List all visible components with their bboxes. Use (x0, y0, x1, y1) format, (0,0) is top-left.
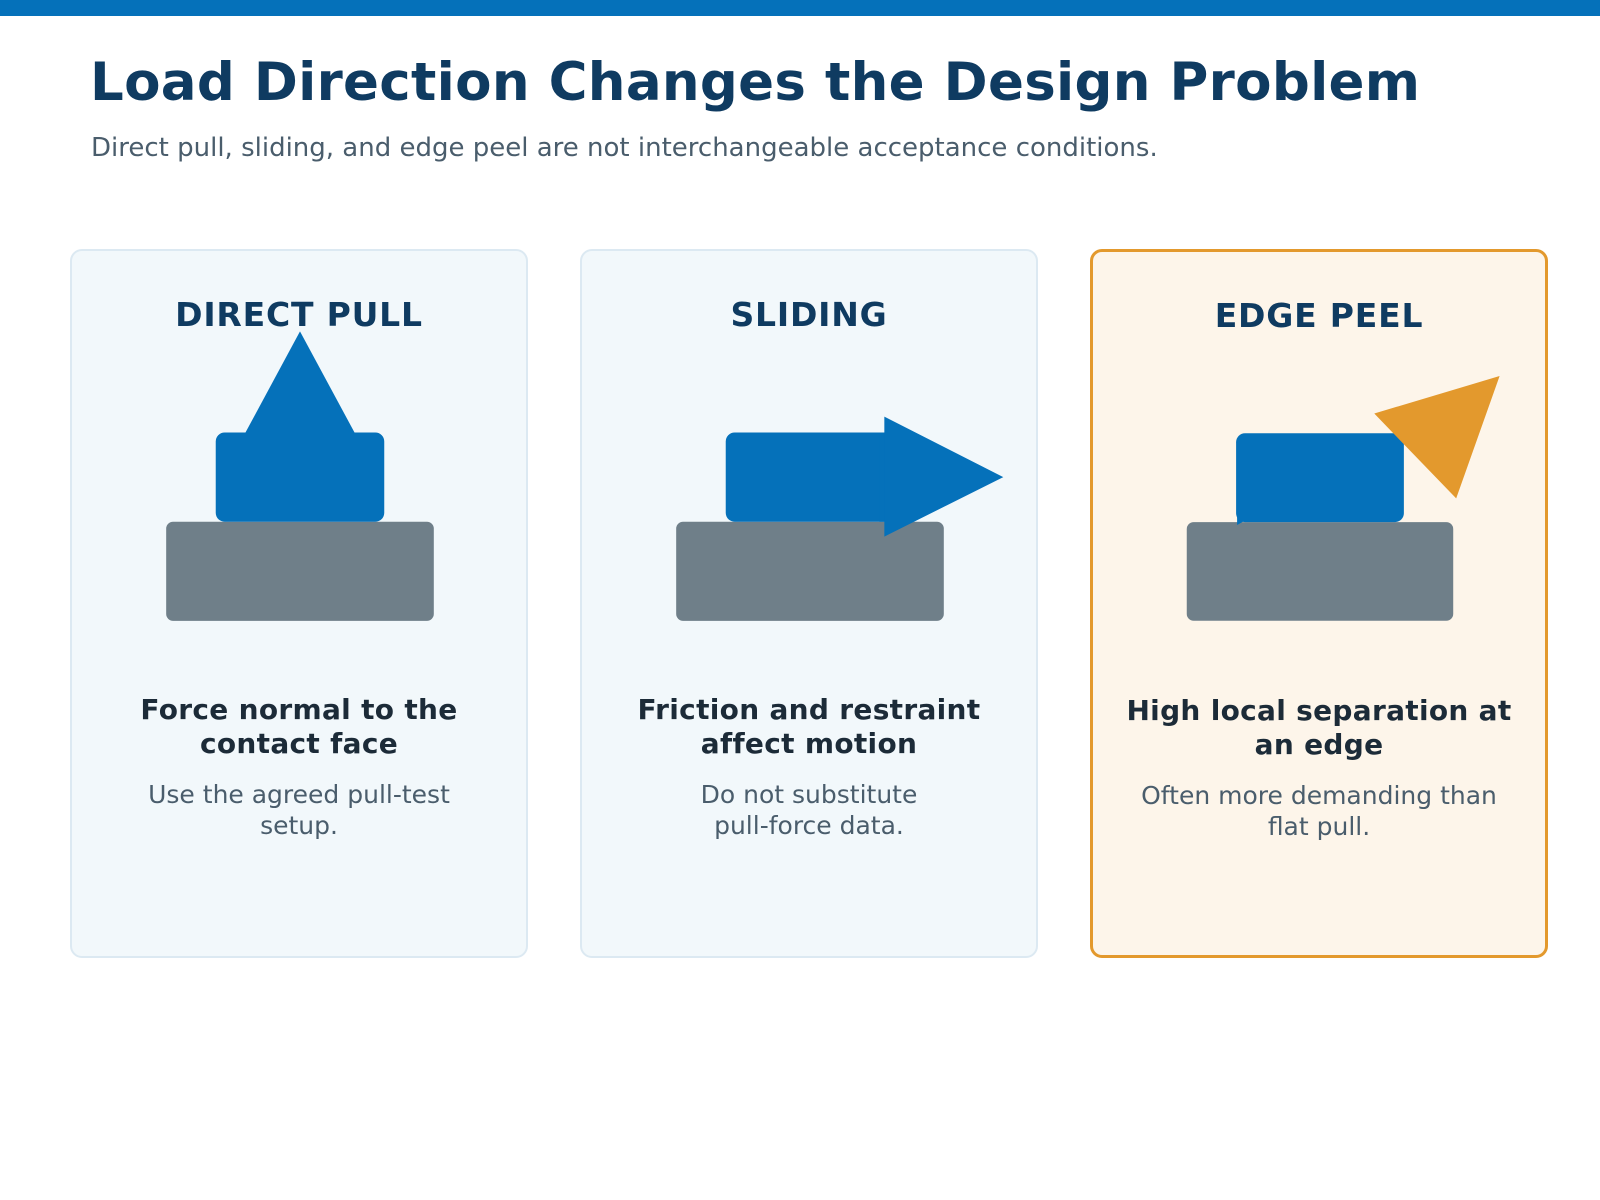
card-heading: EDGE PEEL (1214, 296, 1424, 335)
card-caption: High local separation at an edge (1126, 694, 1512, 761)
card-heading: DIRECT PULL (175, 295, 423, 334)
card-heading: SLIDING (730, 295, 888, 334)
card-sliding: SLIDING Friction and restraint affect mo… (580, 249, 1038, 958)
card-note: Use the agreed pull-test setup. (148, 780, 450, 840)
substrate-block (1186, 522, 1454, 621)
page-title: Load Direction Changes the Design Proble… (90, 52, 1421, 113)
arrow-diagonal-icon (1374, 376, 1500, 499)
card-note: Do not substitute pull-force data. (700, 780, 918, 840)
attached-part (725, 432, 895, 522)
card-caption: Force normal to the contact face (140, 693, 458, 760)
attached-part (1236, 433, 1404, 523)
edge-peel-illustration (1186, 376, 1500, 621)
card-caption: Friction and restraint affect motion (637, 693, 981, 760)
arrow-up-icon (245, 331, 355, 433)
card-note: Often more demanding than flat pull. (1141, 781, 1497, 841)
direct-pull-illustration (166, 331, 434, 621)
card-edge-peel: EDGE PEEL High local separation at an ed… (1090, 249, 1548, 958)
substrate-block (166, 521, 434, 621)
top-accent-bar (0, 0, 1600, 16)
arrow-right-icon (884, 416, 1004, 537)
page-subtitle: Direct pull, sliding, and edge peel are … (91, 133, 1158, 163)
attached-part (215, 432, 385, 522)
card-direct-pull: DIRECT PULL Force normal to the contact … (70, 249, 528, 958)
substrate-block (676, 521, 944, 621)
sliding-illustration (676, 416, 1004, 621)
